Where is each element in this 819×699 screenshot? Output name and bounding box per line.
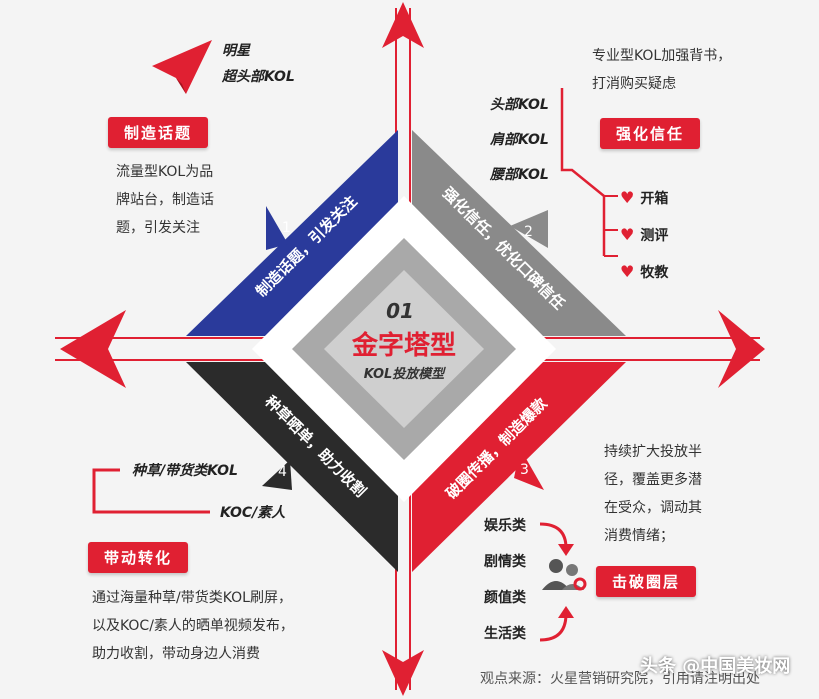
top-right-description: 专业型KOL加强背书， 打消购买疑虑 (592, 42, 731, 98)
category-entertainment: 娱乐类 (484, 518, 526, 534)
category-lifestyle: 生活类 (484, 626, 526, 642)
arrow-up-small-icon (558, 606, 574, 618)
item-unboxing: ♥开箱 (620, 188, 669, 207)
celebrity-line-2: 超头部KOL (222, 69, 295, 85)
bottom-right-desc-line-3: 在受众，调动其 (604, 500, 702, 516)
tag-drive-conversion: 带动转化 (88, 542, 189, 573)
type-koc: KOC/素人 (220, 505, 286, 521)
center-diamond-inner (324, 270, 484, 428)
quadrant-2-marker (510, 210, 548, 248)
top-right-desc-line-1: 专业型KOL加强背书， (592, 48, 732, 64)
bottom-right-desc-line-2: 径，覆盖更多潜 (604, 472, 702, 488)
center-number: 01 (386, 299, 414, 323)
tag-strengthen-trust: 强化信任 (600, 118, 701, 149)
quadrant-2-number: 2 (524, 224, 533, 240)
quadrant-1-marker (266, 206, 288, 250)
category-list: 娱乐类 剧情类 颜值类 生活类 (484, 508, 526, 652)
celebrity-label-block: 明星 超头部KOL (222, 38, 295, 90)
center-subtitle: KOL投放模型 (364, 366, 447, 382)
top-left-desc-line-2: 牌站台，制造话 (116, 192, 214, 208)
category-looks: 颜值类 (484, 590, 526, 606)
arrow-down-small-icon (558, 544, 574, 556)
bottom-left-desc-line-3: 助力收割，带动身边人消费 (92, 646, 260, 662)
celebrity-line-1: 明星 (222, 43, 250, 59)
heart-icon: ♥ (620, 188, 635, 207)
bottom-right-desc-line-1: 持续扩大投放半 (604, 444, 702, 460)
heart-icon: ♥ (620, 225, 635, 244)
top-left-description: 流量型KOL为品 牌站台，制造话 题，引发关注 (116, 158, 214, 242)
bottom-left-desc-line-1: 通过海量种草/带货类KOL刷屏， (92, 590, 292, 606)
tag-break-circle: 击破圈层 (596, 566, 697, 597)
quadrant-4-marker (262, 460, 292, 490)
bottom-right-desc-line-4: 消费情绪； (604, 528, 674, 544)
curve-arrow-up (539, 613, 568, 642)
level-head: 头部KOL (490, 97, 549, 113)
category-drama: 剧情类 (484, 554, 526, 570)
top-left-desc-line-1: 流量型KOL为品 (116, 164, 214, 180)
arrow-left-icon (60, 310, 126, 388)
people-icon (542, 559, 587, 591)
top-right-desc-line-2: 打消购买疑虑 (592, 76, 676, 92)
arrow-down-icon (382, 650, 424, 696)
watermark: 头条 @中国美妆网 (640, 656, 791, 677)
heart-icon: ♥ (620, 262, 635, 281)
tag-create-topic: 制造话题 (108, 117, 209, 148)
type-seeding-kol: 种草/带货类KOL (132, 463, 238, 479)
item-review: ♥测评 (620, 225, 669, 244)
arrow-right-icon (718, 310, 765, 388)
bottom-left-desc-line-2: 以及KOC/素人的晒单视频发布， (92, 618, 294, 634)
arrow-up-icon (382, 2, 424, 48)
item-tutorial: ♥牧教 (620, 262, 669, 281)
items-bracket (604, 195, 618, 257)
top-left-desc-line-3: 题，引发关注 (116, 220, 200, 236)
bottom-left-description: 通过海量种草/带货类KOL刷屏， 以及KOC/素人的晒单视频发布， 助力收割，带… (92, 584, 294, 668)
paper-plane-icon (152, 40, 212, 94)
quadrant-3-marker (514, 448, 544, 490)
types-bracket (92, 468, 210, 514)
source-note: 观点来源：火星营销研究院，引用请注明出处 (480, 671, 760, 687)
level-shoulder: 肩部KOL (490, 132, 549, 148)
quadrant-4-number: 4 (278, 464, 287, 480)
kol-levels: 头部KOL 肩部KOL 腰部KOL (490, 88, 549, 193)
bottom-right-description: 持续扩大投放半 径，覆盖更多潜 在受众，调动其 消费情绪； (604, 438, 702, 550)
quadrant-3-number: 3 (520, 462, 529, 478)
quadrant-1-number: 1 (282, 220, 291, 236)
levels-bracket (560, 88, 606, 256)
level-waist: 腰部KOL (490, 167, 549, 183)
trust-items: ♥开箱 ♥测评 ♥牧教 (620, 180, 668, 291)
center-title: 金字塔型 (351, 330, 456, 361)
